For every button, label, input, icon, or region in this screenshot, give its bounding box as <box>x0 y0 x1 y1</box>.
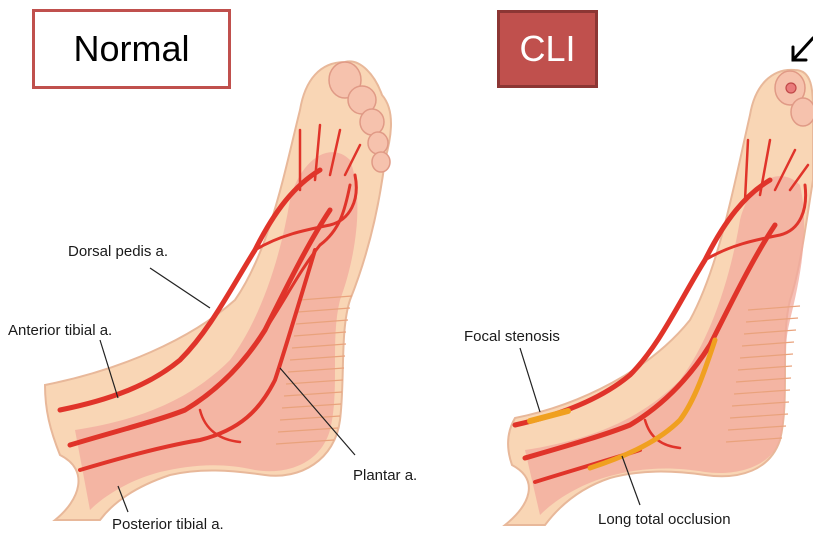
ulcer-arrow-icon <box>793 38 813 60</box>
cli-toe-2 <box>791 98 813 126</box>
normal-toe-3 <box>360 109 384 135</box>
normal-foot <box>45 61 391 520</box>
cli-foot <box>505 38 813 525</box>
cli-panel-tag: CLI <box>497 10 598 88</box>
label-focal-stenosis: Focal stenosis <box>464 328 560 345</box>
label-long-total-occlusion: Long total occlusion <box>598 511 731 528</box>
label-anterior-tibial: Anterior tibial a. <box>8 322 112 339</box>
normal-toe-5 <box>372 152 390 172</box>
label-posterior-tibial: Posterior tibial a. <box>112 516 224 533</box>
cli-toe-ulcer <box>786 83 796 93</box>
normal-toe-4 <box>368 132 388 154</box>
leader-focal-stenosis <box>520 348 540 412</box>
label-plantar: Plantar a. <box>353 467 417 484</box>
leader-dorsal-pedis <box>150 268 210 308</box>
normal-panel-tag: Normal <box>32 9 231 89</box>
label-dorsal-pedis: Dorsal pedis a. <box>68 243 168 260</box>
